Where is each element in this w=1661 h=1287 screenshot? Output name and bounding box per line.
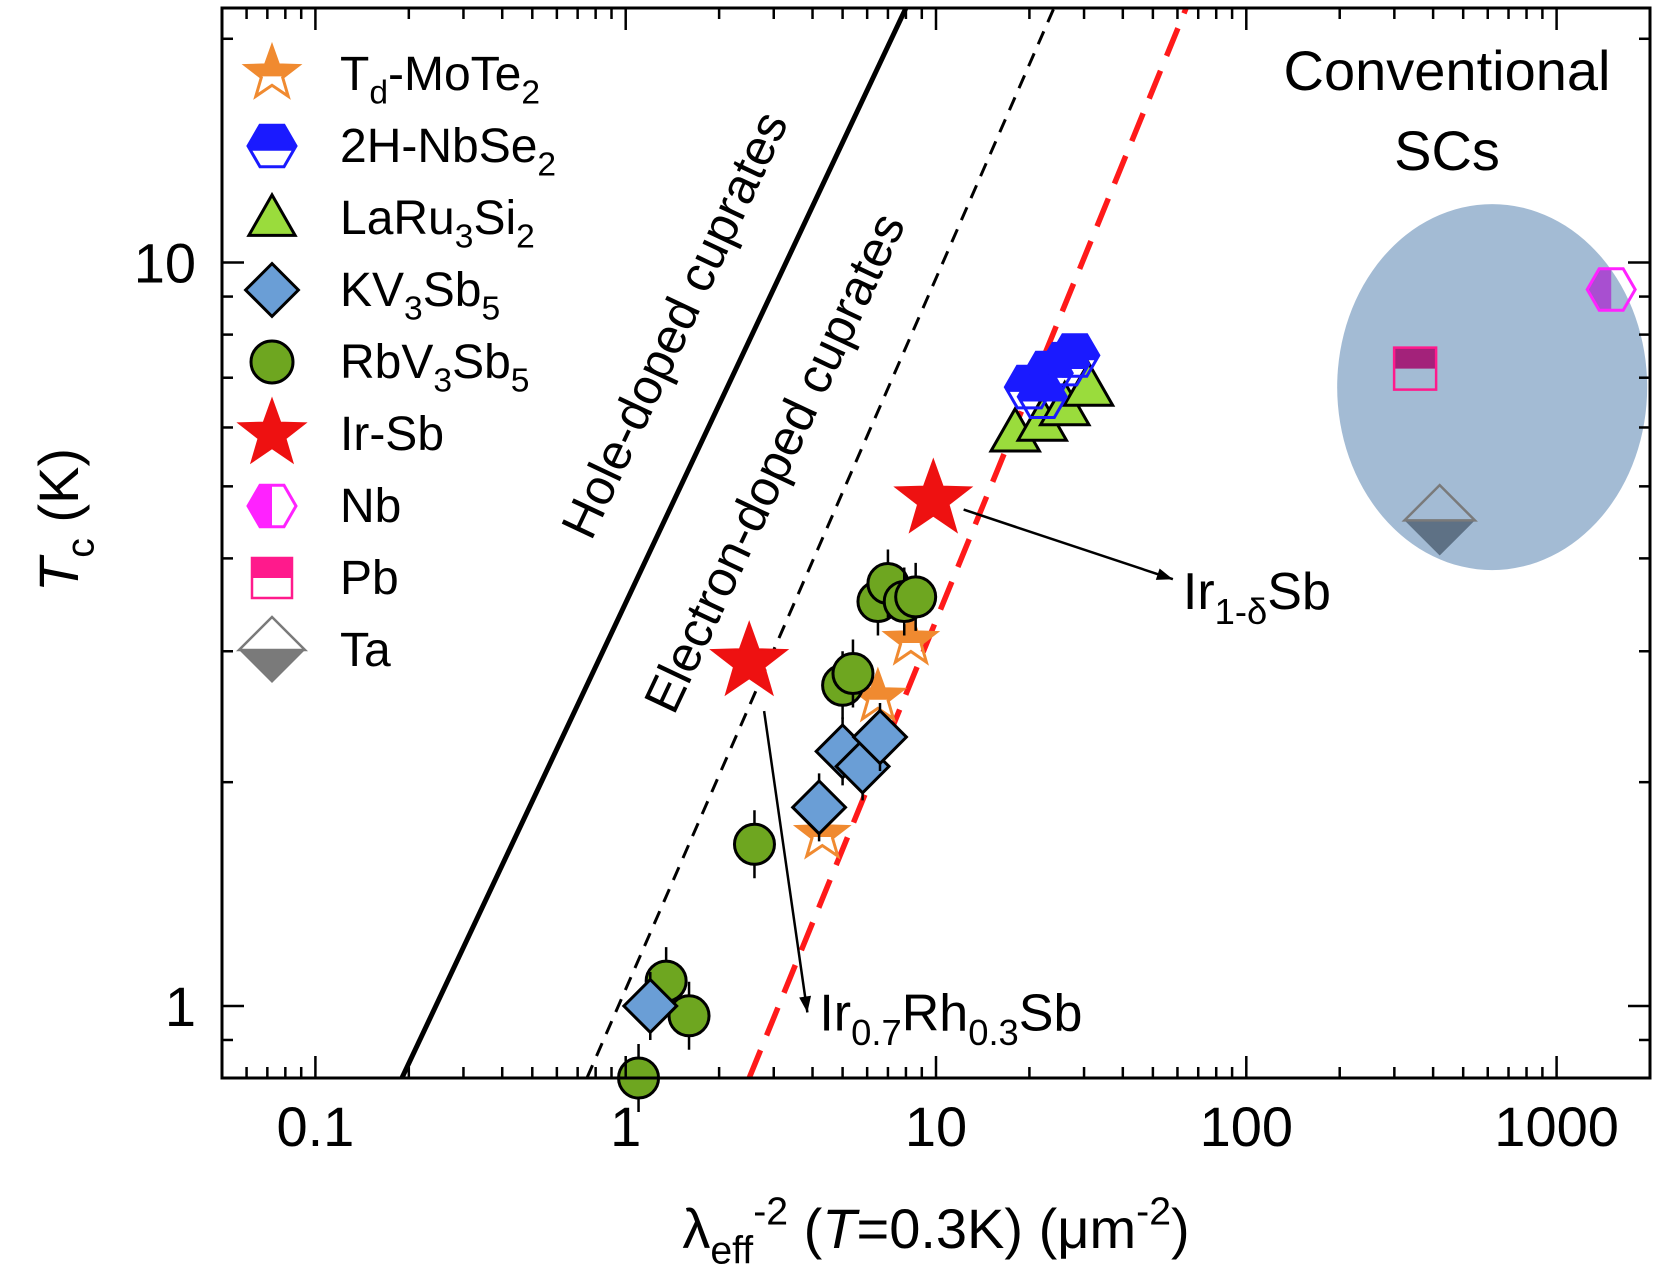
- y-tick-label: 10: [134, 232, 196, 295]
- point-kv3sb5-5: [851, 708, 909, 766]
- x-tick-label: 100: [1200, 1095, 1293, 1158]
- x-tick-label: 1: [610, 1095, 641, 1158]
- point-ir-sb-2: [893, 457, 974, 534]
- legend-item-rbv3sb5: RbV3Sb5: [249, 336, 529, 399]
- x-axis-label: λeff-2 (T=0.3K) (μm-2): [682, 1190, 1189, 1272]
- reference-line-3: [746, 8, 1189, 1078]
- data-points-layer: [617, 267, 1637, 1112]
- legend-label-td-mote2: Td-MoTe2: [340, 48, 540, 111]
- x-tick-label: 10: [905, 1095, 967, 1158]
- legend-item-nb: Nb: [246, 480, 401, 533]
- point-2h-nbse2-4: [1049, 333, 1101, 378]
- x-tick-label: 0.1: [276, 1095, 354, 1158]
- series-kv3sb5: [621, 703, 909, 1040]
- reference-lines: [399, 8, 1189, 1078]
- series-2h-nbse2: [1003, 333, 1101, 419]
- point-ta-1: [1401, 483, 1478, 556]
- annotation-arrow-2: [762, 710, 809, 1013]
- annotation-label-2: Ir0.7Rh0.3Sb: [819, 984, 1082, 1053]
- legend-item-td-mote2: Td-MoTe2: [241, 41, 540, 111]
- point-rbv3sb5-10: [894, 575, 938, 619]
- point-2h-nbse2-5: [1016, 374, 1069, 419]
- reference-lines-layer: [399, 8, 1189, 1078]
- legend-label-nb: Nb: [340, 480, 401, 533]
- legend-item-kv3sb5: KV3Sb5: [243, 261, 500, 327]
- legend-marker-rbv3sb5: [249, 339, 295, 385]
- legend-marker-pb: [250, 556, 294, 600]
- series-ir-sb: [709, 457, 974, 697]
- legend-label-ta: Ta: [340, 624, 391, 677]
- legend-marker-laru3si2: [246, 191, 298, 237]
- legend-label-rbv3sb5: RbV3Sb5: [340, 336, 529, 399]
- point-pb-1: [1392, 346, 1438, 391]
- reference-line-2: [585, 8, 1056, 1078]
- legend-label-kv3sb5: KV3Sb5: [340, 264, 500, 327]
- legend-item-pb: Pb: [250, 552, 399, 605]
- legend-item-ir-sb: Ir-Sb: [236, 396, 444, 465]
- point-nb-1: [1585, 267, 1637, 312]
- reference-line-1: [399, 8, 909, 1078]
- region-label-line2: SCs: [1394, 119, 1500, 182]
- annotation-2: Ir0.7Rh0.3Sb: [762, 710, 1082, 1053]
- legend-item-2h-nbse2: 2H-NbSe2: [246, 120, 556, 183]
- legend-label-2h-nbse2: 2H-NbSe2: [340, 120, 556, 183]
- annotation-arrow-1: [963, 508, 1174, 581]
- y-axis-label: Tc (K): [27, 448, 103, 592]
- legend-marker-kv3sb5: [243, 261, 301, 319]
- y-tick-label: 1: [165, 975, 196, 1038]
- point-kv3sb5-1: [621, 977, 679, 1035]
- point-rbv3sb5-6: [831, 652, 875, 696]
- region-label-line1: Conventional: [1284, 39, 1611, 102]
- annotation-label-1: Ir1-δSb: [1183, 563, 1331, 632]
- point-rbv3sb5-3: [667, 994, 711, 1038]
- legend-marker-ta: [235, 615, 309, 683]
- conventional-sc-region: [1337, 204, 1648, 571]
- point-td-mote2-3: [881, 609, 941, 666]
- legend-item-laru3si2: LaRu3Si2: [246, 191, 535, 255]
- legend-marker-2h-nbse2: [246, 123, 298, 169]
- axis-labels-layer: λeff-2 (T=0.3K) (μm-2) Tc (K): [27, 448, 1190, 1273]
- legend-marker-nb: [246, 483, 298, 529]
- legend-label-ir-sb: Ir-Sb: [340, 408, 444, 461]
- point-rbv3sb5-4: [732, 822, 776, 866]
- legend-item-ta: Ta: [235, 615, 391, 683]
- point-kv3sb5-2: [790, 778, 848, 836]
- x-tick-label: 1000: [1494, 1095, 1619, 1158]
- series-nb: [1585, 267, 1637, 312]
- annotation-1: Ir1-δSb: [963, 508, 1331, 632]
- axes-layer: 0.1 1 10 100 1000 1 10: [134, 6, 1652, 1158]
- annotation-arrowhead-1: [1155, 568, 1173, 580]
- legend-marker-ir-sb: [236, 396, 308, 465]
- series-laru3si2: [988, 359, 1116, 453]
- annotation-arrowhead-2: [799, 995, 812, 1013]
- legend-marker-td-mote2: [241, 41, 303, 100]
- legend: Td-MoTe2 2H-NbSe2LaRu3Si2KV3Sb5RbV3Sb5Ir-…: [235, 41, 556, 683]
- series-ta: [1401, 483, 1478, 556]
- legend-label-laru3si2: LaRu3Si2: [340, 192, 535, 255]
- series-pb: [1392, 346, 1438, 391]
- legend-label-pb: Pb: [340, 552, 399, 605]
- point-ir-sb-1: [709, 620, 790, 697]
- y-axis-label-group: Tc (K): [27, 448, 103, 592]
